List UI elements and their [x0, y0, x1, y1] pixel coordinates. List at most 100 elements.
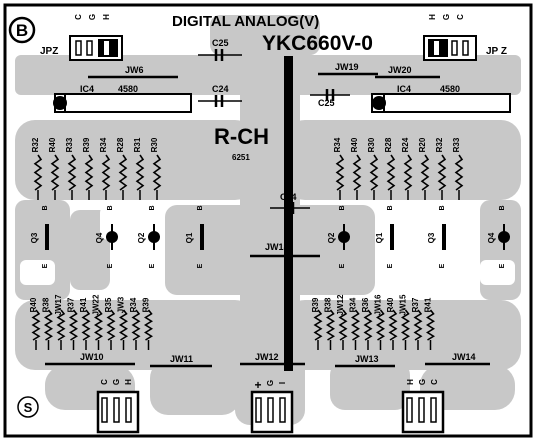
- resistor: [363, 309, 373, 341]
- svg-text:JW18: JW18: [265, 242, 289, 252]
- resistor: [420, 154, 430, 191]
- resistor: [335, 154, 345, 191]
- svg-text:C: C: [456, 14, 465, 20]
- pin-e-label: E: [499, 263, 506, 268]
- svg-text:C25: C25: [318, 98, 335, 108]
- resistor-label: R39: [142, 297, 151, 312]
- resistor: [81, 309, 91, 341]
- resistor-label: R28: [384, 137, 393, 152]
- resistor: [413, 309, 423, 341]
- resistor: [352, 154, 362, 191]
- connector-bottom-center: + G I: [250, 378, 294, 434]
- svg-text:IC4: IC4: [397, 84, 411, 94]
- resistor-label: R32: [31, 137, 40, 152]
- resistor: [400, 309, 411, 341]
- pin-e-label: E: [439, 263, 446, 268]
- resistor: [338, 309, 348, 341]
- resistor-label: R34: [99, 137, 108, 152]
- capacitor-c24-top: C24: [198, 84, 242, 107]
- resistor-label: R38: [324, 297, 333, 312]
- svg-text:C: C: [74, 14, 83, 20]
- pin-e-label: E: [197, 263, 204, 268]
- pin-b-label: B: [197, 205, 204, 210]
- pin-b-label: B: [339, 205, 346, 210]
- svg-text:JW6: JW6: [125, 65, 144, 75]
- svg-text:JW12: JW12: [255, 352, 279, 362]
- svg-text:JW13: JW13: [355, 354, 379, 364]
- transistor-label: Q3: [30, 232, 39, 243]
- transistor-label: Q2: [137, 232, 146, 243]
- transistor-label: Q1: [375, 232, 384, 243]
- svg-text:C24: C24: [212, 84, 229, 94]
- pin-b-label: B: [107, 205, 114, 210]
- jumpers-bottom: JW10 JW11 JW12 JW13 JW14: [45, 352, 490, 368]
- pin-b-label: B: [387, 205, 394, 210]
- jpz-left-label: JPZ: [40, 46, 58, 57]
- resistor-label: R20: [418, 137, 427, 152]
- resistor-label: R33: [452, 137, 461, 152]
- svg-text:G: G: [88, 14, 97, 20]
- svg-text:C25: C25: [212, 38, 229, 48]
- corner-mark-circle: [8, 16, 36, 44]
- connector-top-right: H G C JP Z: [423, 14, 507, 61]
- svg-text:G: G: [442, 14, 451, 20]
- resistor: [84, 154, 94, 191]
- jumper-jw18: JW18: [250, 242, 320, 258]
- jpz-right-label: JP Z: [486, 46, 507, 57]
- svg-text:4580: 4580: [440, 84, 460, 94]
- resistor: [106, 309, 116, 341]
- transistor-label: Q2: [327, 232, 336, 243]
- trace-gaps: [20, 205, 515, 285]
- svg-text:H: H: [124, 379, 133, 385]
- bottom-corner-circle: [17, 396, 39, 418]
- resistor-label: R31: [133, 137, 142, 152]
- jumpers-top: JW6 JW19 JW20: [88, 62, 440, 79]
- resistor-label: JW17: [54, 294, 63, 315]
- resistor: [325, 309, 336, 341]
- resistor-label: R40: [350, 137, 359, 152]
- resistor: [388, 309, 398, 341]
- resistor: [143, 309, 154, 341]
- board-code: 6251: [232, 153, 250, 162]
- pin-e-label: E: [42, 263, 49, 268]
- resistor-label: R40: [29, 297, 38, 312]
- connector-top-left: C G H JPZ: [40, 14, 123, 61]
- resistor-label: R35: [104, 297, 113, 312]
- pin-b-label: B: [149, 205, 156, 210]
- pin-e-label: E: [107, 263, 114, 268]
- channel-label: R-CH: [214, 124, 269, 149]
- svg-text:JW14: JW14: [452, 352, 476, 362]
- resistor: [67, 154, 77, 191]
- svg-text:G: G: [266, 380, 275, 386]
- resistor: [118, 154, 128, 191]
- resistor-label: JW12: [336, 294, 345, 315]
- ic-left: IC4 4580: [53, 84, 192, 113]
- svg-text:I: I: [278, 382, 287, 384]
- resistor: [101, 154, 111, 191]
- resistor: [386, 154, 396, 191]
- transistor-label: Q4: [95, 232, 104, 243]
- transistor-body: [390, 224, 394, 250]
- resistor-label: R32: [435, 137, 444, 152]
- board-title: DIGITAL ANALOG(V): [172, 13, 319, 30]
- resistor: [31, 309, 41, 341]
- svg-text:H: H: [406, 379, 415, 385]
- resistor-label: R41: [424, 297, 433, 312]
- svg-text:+: +: [254, 378, 261, 392]
- resistor-label: JW3: [117, 296, 126, 313]
- resistor-label: R40: [386, 297, 395, 312]
- board-model: YKC660V-0: [262, 32, 373, 55]
- svg-text:G: G: [112, 379, 121, 385]
- svg-text:4580: 4580: [118, 84, 138, 94]
- pin-e-label: E: [387, 263, 394, 268]
- resistor: [43, 309, 54, 341]
- resistor-label: R39: [82, 137, 91, 152]
- resistor: [33, 154, 43, 191]
- resistor-label: R33: [65, 137, 74, 152]
- svg-text:JW19: JW19: [335, 62, 359, 72]
